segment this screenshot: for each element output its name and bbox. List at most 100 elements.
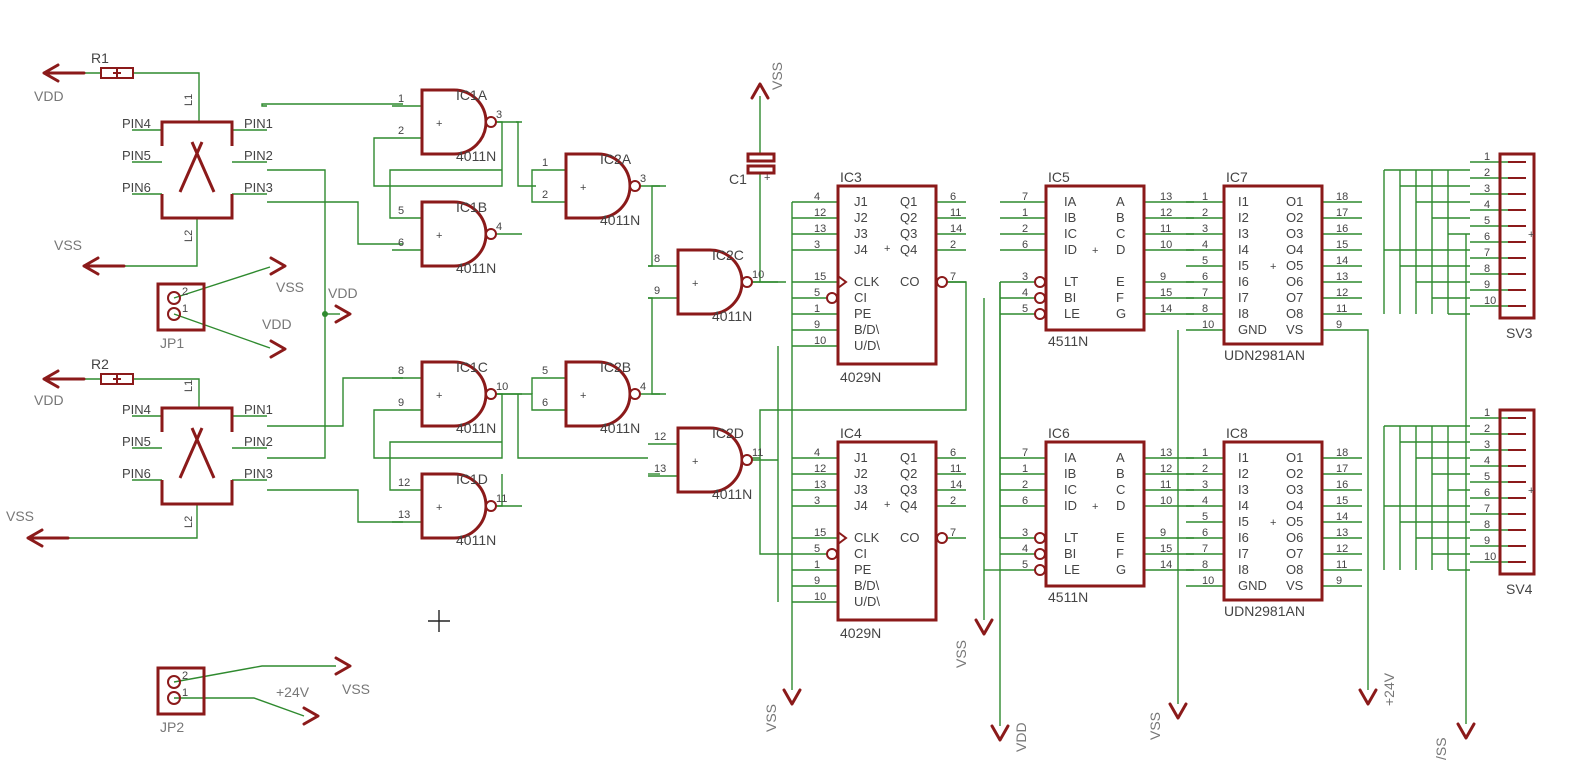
driver-ic7-lpin-1: I2: [1238, 210, 1249, 225]
driver-ic7-rpin-7: O8: [1286, 306, 1303, 321]
vss-arrow-sw2: [26, 528, 70, 548]
decoder-ic5-lpin-0: IA: [1064, 194, 1077, 209]
counter-ic3-lpin-2: J3: [854, 226, 868, 241]
decoder-ic5-rnum-4: 9: [1160, 271, 1166, 283]
driver-ic8-lpin-4: I5: [1238, 514, 1249, 529]
decoder-ic5-lpin-6: LE: [1064, 306, 1080, 321]
switch-2-frame: [160, 406, 234, 506]
driver-ic7-rpin-3: O4: [1286, 242, 1303, 257]
gate-ic2c-bubble: [741, 276, 753, 288]
gate-ic1c-type: 4011N: [456, 420, 496, 436]
gate-ic2a-plus: +: [580, 182, 586, 194]
wire: [173, 313, 271, 349]
counter-ic3-rnum-3: 2: [950, 239, 956, 251]
counter-ic4-name: IC4: [840, 425, 862, 441]
driver-ic7-lnum-7: 8: [1202, 303, 1208, 315]
decoder-ic6-lnum-3: 6: [1022, 495, 1028, 507]
counter-ic4-rnum-0: 6: [950, 447, 956, 459]
counter-ic4-lnum-1: 12: [814, 463, 826, 475]
counter-ic4-lpin-5: CI: [854, 546, 867, 561]
gate-ic2a-name: IC2A: [600, 151, 632, 167]
gate-ic1a-plus: +: [436, 118, 442, 130]
gate-ic2c-name: IC2C: [712, 247, 744, 263]
gate-ic1d-plus: +: [436, 502, 442, 514]
decoder-ic5-lnum-4: 3: [1022, 271, 1028, 283]
switch-2-l2-label: L2: [183, 516, 195, 528]
vdd-label-jp1: VDD: [262, 316, 292, 332]
wire: [267, 489, 403, 523]
gate-ic1b-bubble: [485, 228, 497, 240]
p24-label-jp2: +24V: [276, 684, 310, 700]
decoder-ic5-plus: +: [1092, 245, 1098, 257]
jumper-jp1-pin2: [167, 291, 181, 305]
jumper-jp1-pin2-label: 2: [182, 286, 188, 298]
counter-ic3-rpin-3: Q4: [900, 242, 917, 257]
decoder-ic5-lpin-4: LT: [1064, 274, 1078, 289]
decoder-ic5-type: 4511N: [1048, 333, 1088, 349]
gate-ic1a-type: 4011N: [456, 148, 496, 164]
counter-ic3-lnum-2: 13: [814, 223, 826, 235]
decoder-ic5-lnum-1: 1: [1022, 207, 1028, 219]
jumper-jp1-pin1-label: 1: [182, 303, 188, 315]
driver-ic7-rpin-5: O6: [1286, 274, 1303, 289]
gate-ic1a-bubble: [485, 116, 497, 128]
gate-ic1b-out-label: 4: [496, 221, 502, 233]
switch-2-pin1-label: PIN1: [244, 402, 273, 417]
decoder-ic5-rpin-1: B: [1116, 210, 1125, 225]
counter-ic3-co-bubble: [936, 276, 948, 288]
gate-ic2b-type: 4011N: [600, 420, 640, 436]
decoder-ic5-rnum-3: 10: [1160, 239, 1172, 251]
gate-ic1d-name: IC1D: [456, 471, 488, 487]
vss-arrow-bus4: [1456, 722, 1476, 740]
decoder-ic6-rpin-5: F: [1116, 546, 1124, 561]
jumper-jp2-body: [156, 666, 206, 716]
decoder-ic5-name: IC5: [1048, 169, 1070, 185]
driver-ic7-lpin-5: I6: [1238, 274, 1249, 289]
driver-ic7-rpin-1: O2: [1286, 210, 1303, 225]
driver-ic8-lnum-5: 6: [1202, 527, 1208, 539]
driver-ic8-lpin-3: I4: [1238, 498, 1249, 513]
counter-ic3-clk-mark: [837, 275, 848, 289]
vdd-arrow-r1: [42, 63, 86, 83]
counter-ic4-rpin-3: Q4: [900, 498, 917, 513]
origin-cross: [428, 610, 450, 632]
wire: [173, 266, 271, 299]
switch-1-pin4-label: PIN4: [122, 116, 151, 131]
gate-ic2b-plus: +: [580, 390, 586, 402]
decoder-ic6-rnum-3: 10: [1160, 495, 1172, 507]
driver-ic8-rnum-1: 17: [1336, 463, 1348, 475]
wire: [40, 504, 198, 539]
resistor-r2-label: R2: [91, 356, 109, 372]
counter-ic3-rnum-0: 6: [950, 191, 956, 203]
driver-ic7-lnum-2: 3: [1202, 223, 1208, 235]
gate-ic2a-bubble: [629, 180, 641, 192]
resistor-r2-body: [100, 373, 134, 385]
gate-ic2c-in2-label: 9: [654, 285, 660, 297]
gate-ic1d-type: 4011N: [456, 532, 496, 548]
counter-ic4-lpin-1: J2: [854, 466, 868, 481]
gate-ic2c-plus: +: [692, 278, 698, 290]
gate-ic2a-in1-label: 1: [542, 157, 548, 169]
driver-ic8-lnum-1: 2: [1202, 463, 1208, 475]
driver-ic7-rnum-2: 16: [1336, 223, 1348, 235]
wire: [373, 121, 503, 187]
gate-ic2d-in2-label: 13: [654, 463, 666, 475]
gate-ic2d-in1-label: 12: [654, 431, 666, 443]
connector-sv4-body: [1498, 408, 1536, 576]
decoder-ic6-lnum-2: 2: [1022, 479, 1028, 491]
p24-label-bus: +24V: [1381, 672, 1397, 706]
decoder-ic6-type: 4511N: [1048, 589, 1088, 605]
gate-ic1b-in2-label: 6: [398, 237, 404, 249]
decoder-ic6-lpin-3: ID: [1064, 498, 1077, 513]
wire: [389, 441, 502, 491]
counter-ic4-lpin-7: B/D\: [854, 578, 880, 593]
counter-ic3-rpin-1: Q2: [900, 210, 917, 225]
gate-ic1c-out-label: 10: [496, 381, 508, 393]
counter-ic3-rpin-4: CO: [900, 274, 920, 289]
switch-2-pin5-label: PIN5: [122, 434, 151, 449]
driver-ic7-rnum-0: 18: [1336, 191, 1348, 203]
driver-ic7-rnum-6: 12: [1336, 287, 1348, 299]
decoder-ic6-lnum-5: 4: [1022, 543, 1028, 555]
driver-ic7-rpin-2: O3: [1286, 226, 1303, 241]
